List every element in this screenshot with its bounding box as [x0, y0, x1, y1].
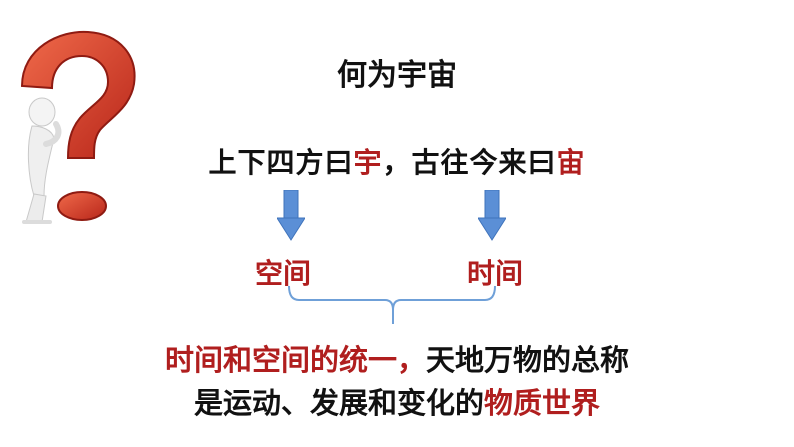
definition-part1: 上下四方曰	[208, 146, 353, 179]
definition-zhou: 宙	[557, 146, 586, 179]
summary-line1-red: 时间和空间的统一，	[165, 343, 426, 377]
definition-yu: 宇	[353, 146, 382, 179]
down-arrow-icon	[478, 190, 506, 242]
summary-line-2: 是运动、发展和变化的物质世界	[0, 380, 794, 422]
summary-line2-red: 物质世界	[484, 386, 600, 420]
down-arrow-icon	[277, 190, 305, 242]
brace-icon	[285, 268, 500, 328]
summary-line-1: 时间和空间的统一，天地万物的总称	[0, 337, 794, 379]
summary-line1-black: 天地万物的总称	[426, 343, 629, 377]
universe-definition: 上下四方曰宇，古往今来曰宙	[0, 141, 794, 181]
definition-part2: ，古往今来曰	[383, 146, 557, 179]
slide-title: 何为宇宙	[0, 50, 794, 94]
summary-line2-black: 是运动、发展和变化的	[194, 386, 484, 420]
